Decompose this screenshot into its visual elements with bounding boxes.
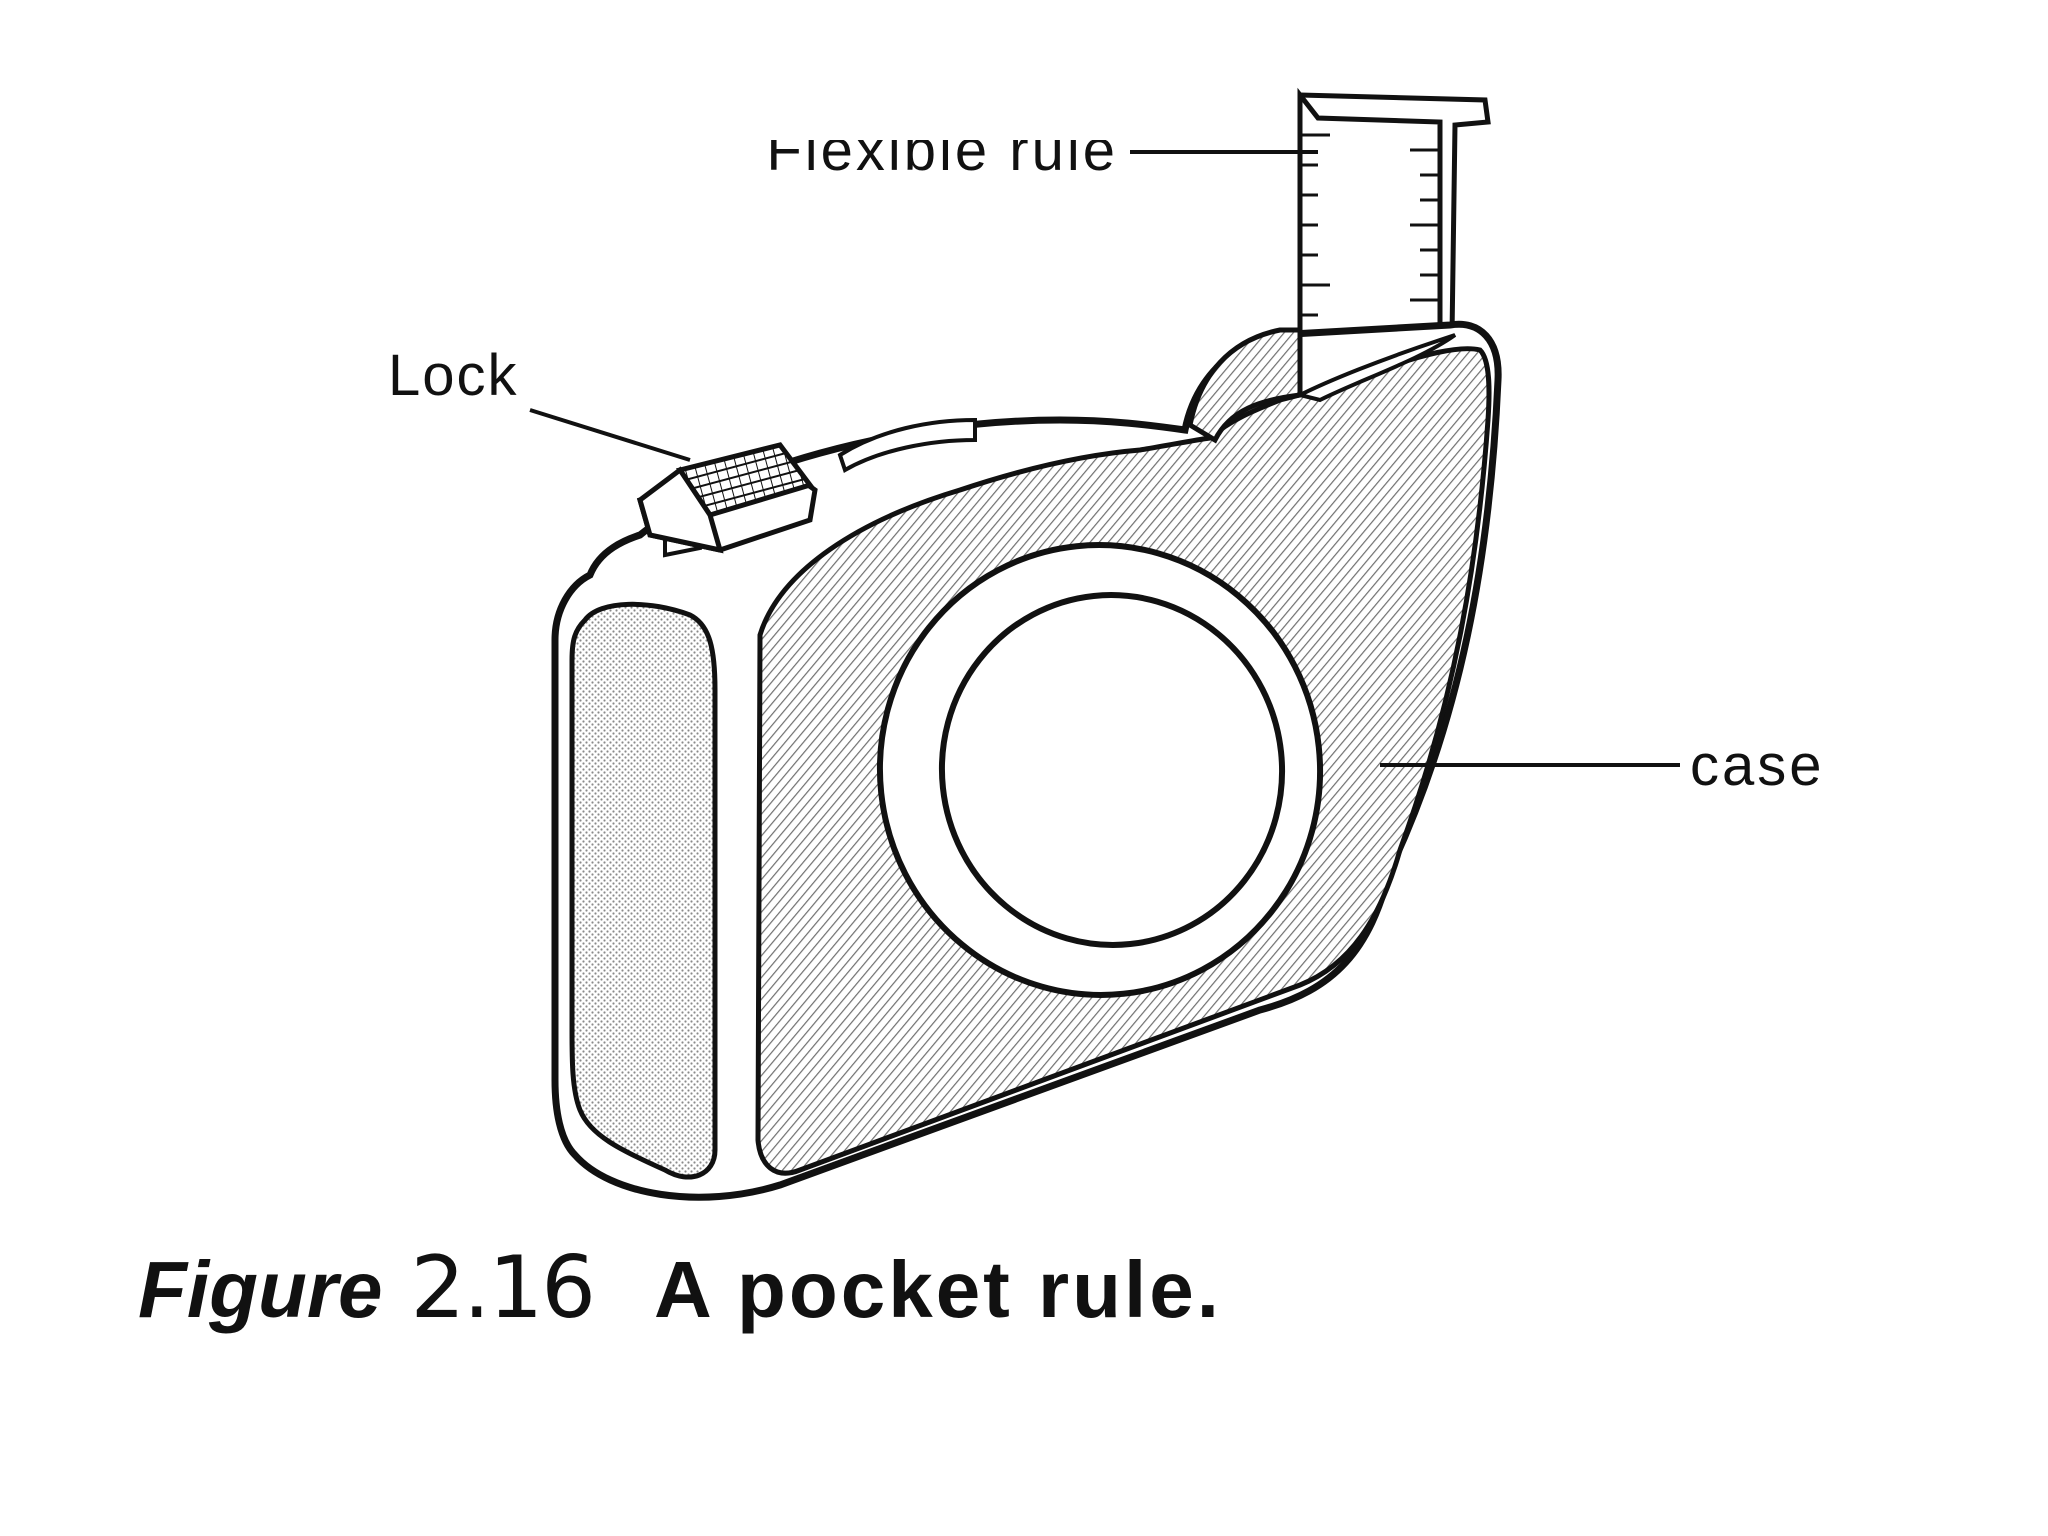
caption-number: 2.16 <box>410 1238 595 1338</box>
tape-exit-rim <box>1187 327 1303 444</box>
lock-side <box>637 466 724 554</box>
caption-prefix: Figure <box>138 1245 383 1334</box>
lock-button <box>636 442 818 558</box>
tape-ticks <box>1300 133 1438 317</box>
leader-lock <box>529 408 691 462</box>
tape-exit-lip <box>1294 333 1457 403</box>
case-side-panel <box>569 601 718 1180</box>
label-lock: Lock <box>388 343 519 408</box>
reel-window <box>876 542 1324 998</box>
case-top-slot <box>837 417 977 473</box>
reel-inner-disc <box>938 592 1286 948</box>
label-flexible-rule: Flexible rule <box>766 118 1118 183</box>
caption-text: A pocket rule. <box>653 1245 1222 1334</box>
label-case: case <box>1690 733 1825 798</box>
